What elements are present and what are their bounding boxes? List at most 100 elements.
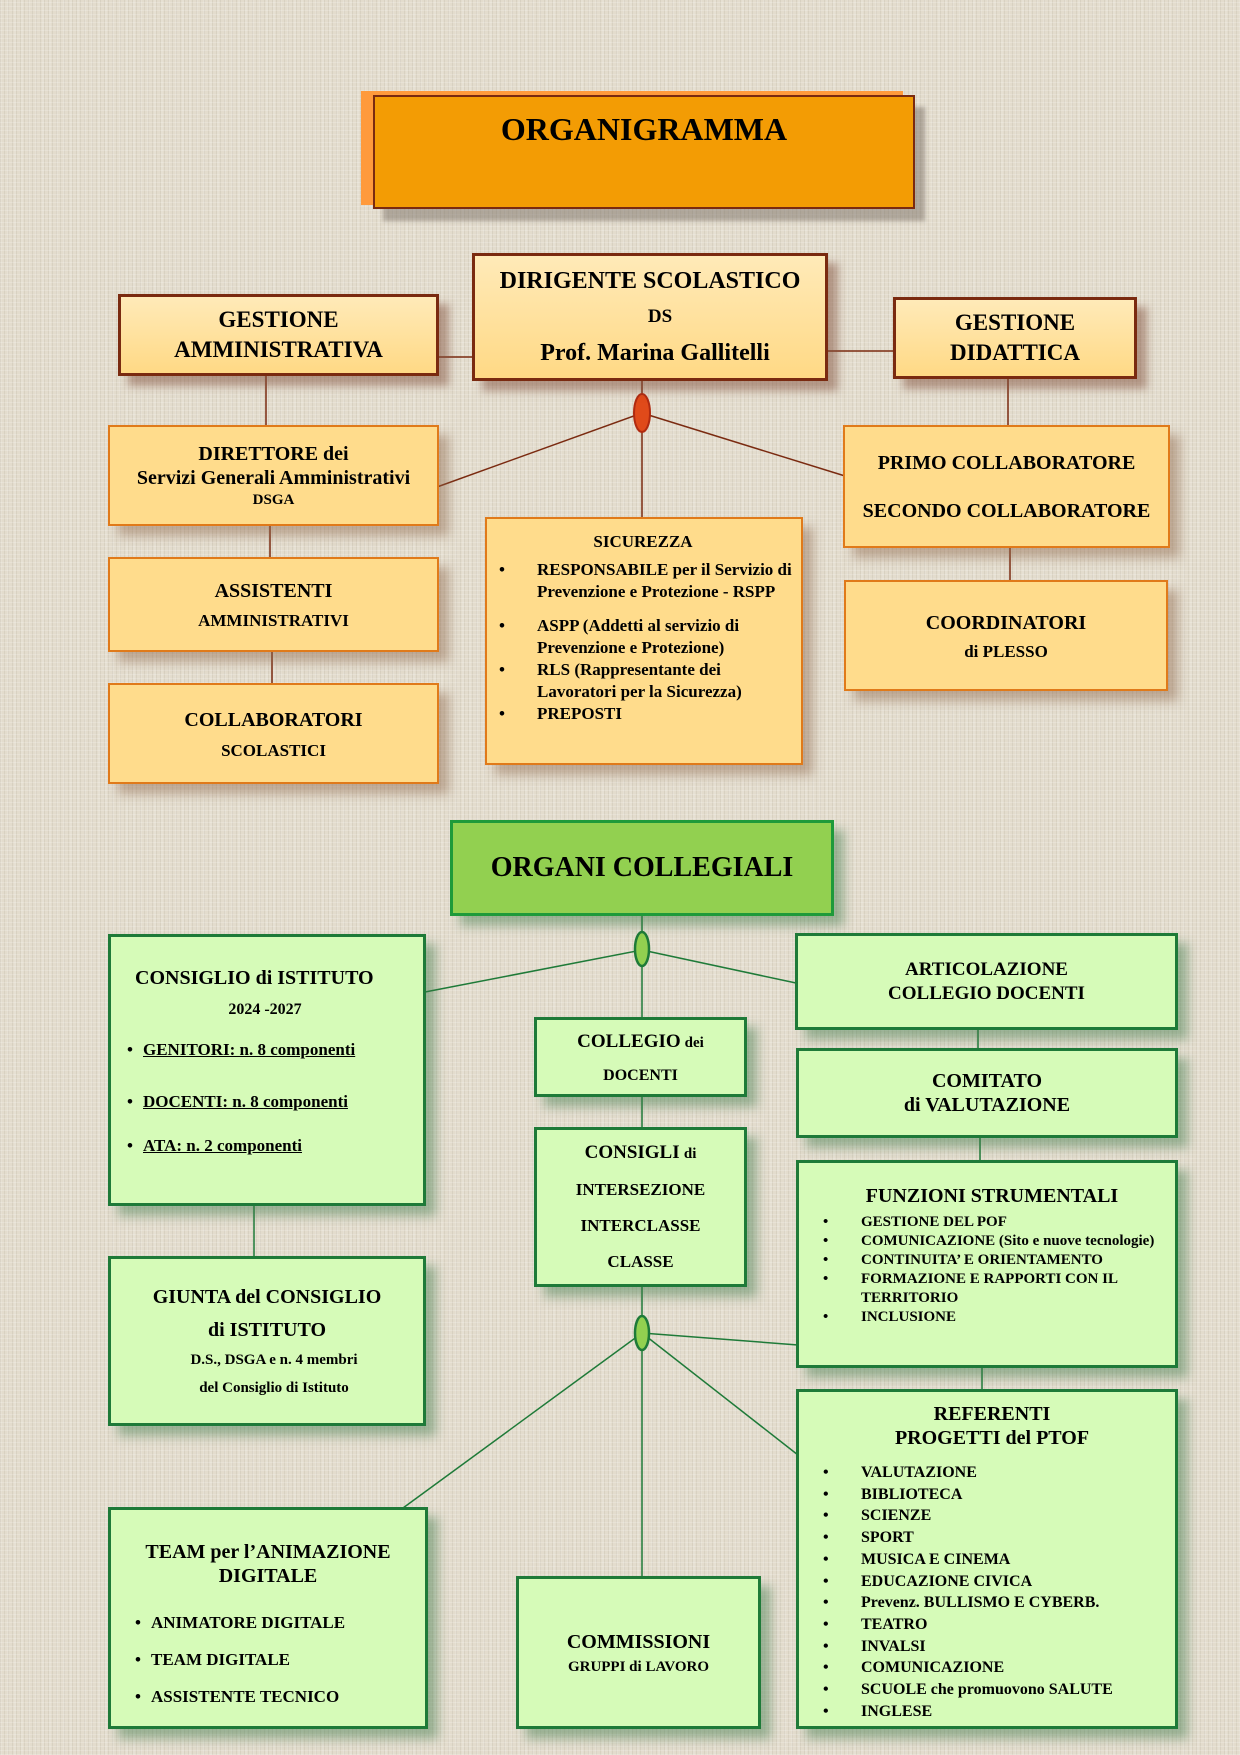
referenti-line1: REFERENTI [933,1403,1051,1425]
referenti-box: REFERENTI PROGETTI del PTOF VALUTAZIONE … [796,1389,1178,1729]
assistenti-box: ASSISTENTI AMMINISTRATIVI [108,557,439,652]
referenti-line2: PROGETTI del PTOF [894,1427,1090,1449]
giunta-box: GIUNTA del CONSIGLIO di ISTITUTO D.S., D… [108,1256,426,1426]
funzioni-item: FORMAZIONE E RAPPORTI CON IL TERRITORIO [817,1270,1167,1308]
consigli-line1-small: di [683,1145,697,1162]
gestione-amministrativa-line1: GESTIONE [218,307,339,332]
direttore-line2: Servizi Generali Amministrativi [136,466,411,489]
collegio-line1-small: dei [684,1034,704,1051]
collaboratori-line2: SCOLASTICI [221,740,326,760]
team-digitale-box: TEAM per l’ANIMAZIONE DIGITALE ANIMATORE… [108,1507,428,1729]
collaboratori-ds-box: PRIMO COLLABORATORE SECONDO COLLABORATOR… [843,425,1170,548]
dirigente-title: DIRIGENTE SCOLASTICO [499,268,801,294]
member-item: DOCENTI: n. 8 componenti [127,1091,423,1113]
member-item: ATA: n. 2 componenti [127,1135,423,1157]
commissioni-box: COMMISSIONI GRUPPI di LAVORO [516,1576,761,1729]
sicurezza-box: SICUREZZA RESPONSABILE per il Servizio d… [485,517,803,765]
connector-node-collaboratori-ds [641,412,846,477]
referenti-item: SCUOLE che promuovono SALUTE [817,1679,1167,1701]
sicurezza-item: PREPOSTI [493,703,793,725]
referenti-item: MUSICA E CINEMA [817,1549,1167,1571]
giunta-line3: D.S., DSGA e n. 4 membri [190,1352,358,1368]
referenti-item: SPORT [817,1527,1167,1549]
organigramma-title-text: ORGANIGRAMMA [500,111,788,147]
gestione-amministrativa-line2: AMMINISTRATIVA [174,337,383,362]
team-item: ASSISTENTE TECNICO [135,1678,425,1715]
connector-node-referenti [641,1332,799,1456]
referenti-item: EDUCAZIONE CIVICA [817,1571,1167,1593]
commissioni-line2: GRUPPI di LAVORO [567,1658,710,1675]
funzioni-item: INCLUSIONE [817,1308,1167,1327]
connector-node-red [633,393,651,433]
direttore-abbr: DSGA [252,491,295,508]
giunta-line1: GIUNTA del CONSIGLIO [152,1286,382,1308]
referenti-item: Prevenz. BULLISMO E CYBERB. [817,1592,1167,1614]
referenti-item: BIBLIOTECA [817,1484,1167,1506]
organi-collegiali-title: ORGANI COLLEGIALI [450,820,834,916]
team-line1: TEAM per l’ANIMAZIONE [145,1541,391,1563]
referenti-item: INGLESE [817,1701,1167,1723]
connector-node-green-top [633,930,651,968]
consigli-interclasse: INTERCLASSE [580,1215,701,1235]
gestione-didattica-box: GESTIONE DIDATTICA [893,297,1137,379]
funzioni-title: FUNZIONI STRUMENTALI [865,1185,1119,1207]
consigli-classe: CLASSE [607,1251,674,1271]
dirigente-name: Prof. Marina Gallitelli [540,340,770,366]
dirigente-abbr: DS [647,306,673,327]
member-item: GENITORI: n. 8 componenti [127,1039,423,1061]
direttore-line1: DIRETTORE dei [198,442,349,465]
connector-node-green-bottom [633,1314,651,1352]
sicurezza-item: RESPONSABILE per il Servizio di Prevenzi… [493,559,793,603]
funzioni-item: CONTINUITA’ E ORIENTAMENTO [817,1251,1167,1270]
consigli-line1: CONSIGLI di [537,1135,744,1172]
connector-node-consiglio [424,949,643,993]
assistenti-line2: AMMINISTRATIVI [198,610,349,630]
sicurezza-title: SICUREZZA [593,532,693,551]
articolazione-line1: ARTICOLAZIONE [905,958,1068,980]
organigramma-title: ORGANIGRAMMA [373,95,915,209]
consigli-line1-bold: CONSIGLI [584,1141,680,1163]
comitato-line2: di VALUTAZIONE [903,1094,1071,1116]
referenti-item: SCIENZE [817,1505,1167,1527]
connector-node-team [402,1332,643,1509]
funzioni-strumentali-box: FUNZIONI STRUMENTALI GESTIONE DEL POF CO… [796,1160,1178,1368]
referenti-item: COMUNICAZIONE [817,1657,1167,1679]
referenti-list: VALUTAZIONE BIBLIOTECA SCIENZE SPORT MUS… [817,1462,1167,1722]
gestione-didattica-line1: GESTIONE [954,310,1076,335]
comitato-box: COMITATO di VALUTAZIONE [796,1048,1178,1138]
giunta-line4: del Consiglio di Istituto [199,1380,349,1396]
referenti-item: VALUTAZIONE [817,1462,1167,1484]
coordinatori-box: COORDINATORI di PLESSO [844,580,1168,691]
team-line2: DIGITALE [218,1565,318,1587]
collegio-line2: DOCENTI [603,1066,678,1084]
team-item: TEAM DIGITALE [135,1641,425,1678]
gestione-amministrativa-box: GESTIONE AMMINISTRATIVA [118,294,439,376]
referenti-item: INVALSI [817,1636,1167,1658]
funzioni-list: GESTIONE DEL POF COMUNICAZIONE (Sito e n… [817,1213,1167,1327]
referenti-item: TEATRO [817,1614,1167,1636]
consiglio-istituto-members: GENITORI: n. 8 componenti DOCENTI: n. 8 … [127,1039,423,1157]
collaboratori-line1: COLLABORATORI [184,708,363,731]
consiglio-istituto-period: 2024 -2027 [228,1001,302,1018]
organi-collegiali-title-text: ORGANI COLLEGIALI [490,852,794,883]
member-ata: ATA: n. 2 componenti [143,1136,302,1155]
collegio-line1: COLLEGIO dei [537,1024,744,1061]
sicurezza-list: RESPONSABILE per il Servizio di Prevenzi… [493,559,793,725]
connector-node-funzioni [641,1332,799,1346]
dirigente-box: DIRIGENTE SCOLASTICO DS Prof. Marina Gal… [472,253,828,381]
funzioni-item: COMUNICAZIONE (Sito e nuove tecnologie) [817,1232,1167,1251]
consiglio-istituto-title: CONSIGLIO di ISTITUTO [135,967,374,989]
collegio-docenti-box: COLLEGIO dei DOCENTI [534,1017,747,1097]
member-docenti: DOCENTI: n. 8 componenti [143,1092,348,1111]
coordinatori-line2: di PLESSO [964,641,1048,661]
team-list: ANIMATORE DIGITALE TEAM DIGITALE ASSISTE… [135,1604,425,1715]
secondo-collaboratore: SECONDO COLLABORATORE [862,499,1151,522]
primo-collaboratore: PRIMO COLLABORATORE [877,451,1136,474]
coordinatori-line1: COORDINATORI [925,611,1087,634]
collegio-line1-bold: COLLEGIO [577,1030,681,1052]
collaboratori-scolastici-box: COLLABORATORI SCOLASTICI [108,683,439,784]
funzioni-item: GESTIONE DEL POF [817,1213,1167,1232]
articolazione-box: ARTICOLAZIONE COLLEGIO DOCENTI [795,933,1178,1030]
sicurezza-item: ASPP (Addetti al servizio di Prevenzione… [493,615,793,659]
